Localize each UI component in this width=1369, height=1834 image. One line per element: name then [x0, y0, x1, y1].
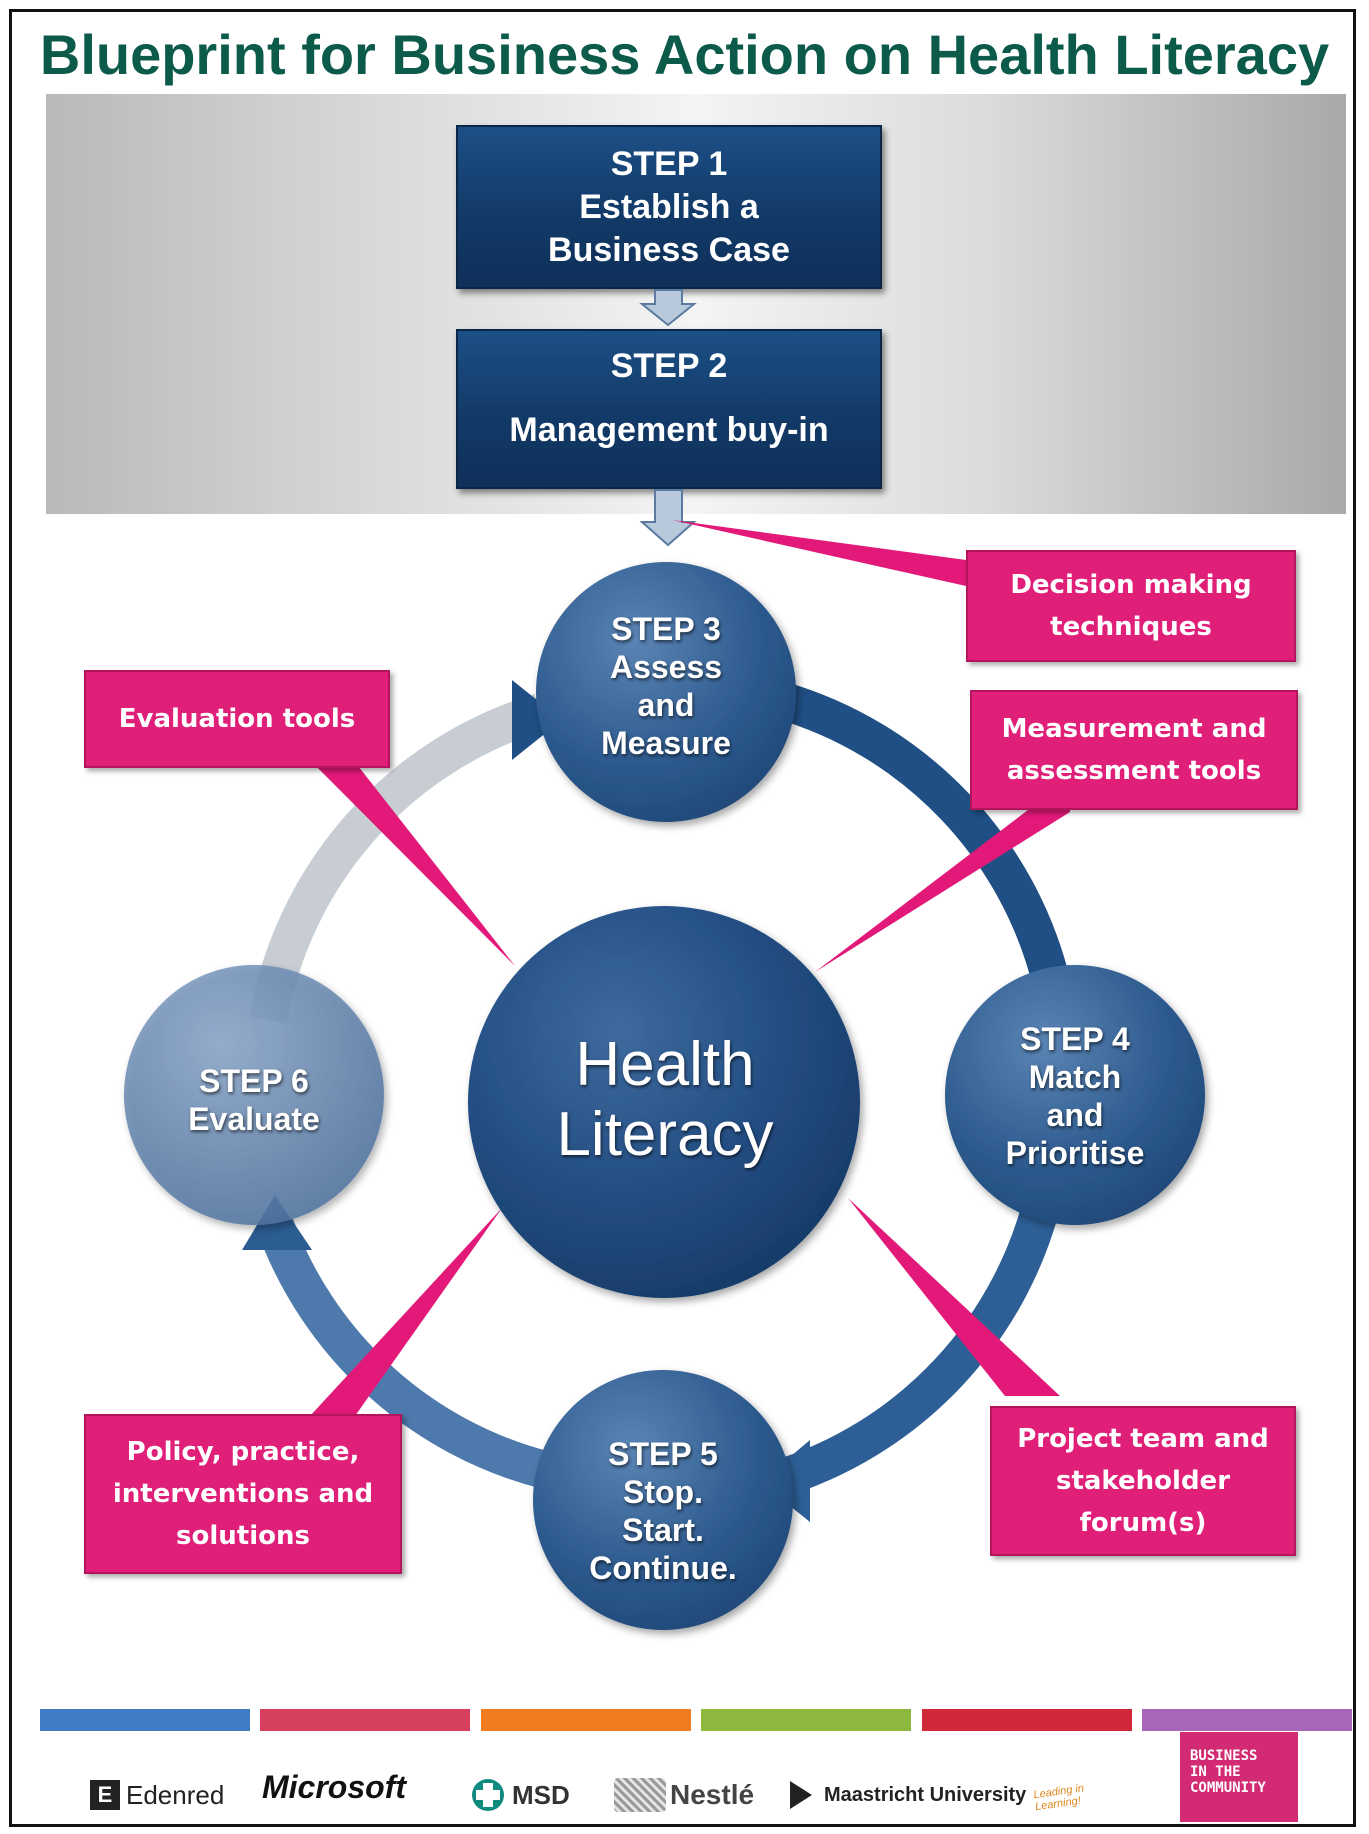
step-3-line-2: and [637, 687, 695, 723]
callout-policy-line-3: solutions [176, 1521, 310, 1551]
callout-policy-practice: Policy, practice, interventions and solu… [84, 1414, 402, 1574]
color-bar-orange [481, 1709, 691, 1731]
step-4-line-3: Prioritise [1005, 1135, 1145, 1171]
bitc-line-1: BUSINESS [1190, 1748, 1258, 1764]
step-4-label: STEP 4 [1020, 1021, 1130, 1057]
maastricht-tagline: Leading in Learning! [1033, 1782, 1086, 1814]
step-6-label: STEP 6 [199, 1063, 309, 1099]
step-2-box: STEP 2 Management buy-in [456, 329, 882, 489]
center-line-1: Health [575, 1030, 755, 1099]
edenred-text: Edenred [126, 1779, 225, 1810]
microsoft-text: Microsoft [262, 1768, 406, 1805]
bitc-line-2: IN THE [1190, 1764, 1241, 1780]
callout-project-team: Project team and stakeholder forum(s) [990, 1406, 1296, 1556]
color-bar-red [260, 1709, 470, 1731]
health-literacy-text: Health Literacy [490, 1030, 840, 1170]
callout-policy-line-2: interventions and [112, 1479, 374, 1509]
edenred-icon: E [90, 1780, 120, 1810]
step-4-line-2: and [1046, 1097, 1104, 1133]
step-5-label: STEP 5 [608, 1436, 718, 1472]
nestle-text: Nestlé [670, 1779, 755, 1810]
callout-project-line-2: stakeholder [1055, 1466, 1231, 1496]
bitc-logo: BUSINESS IN THE COMMUNITY [1180, 1732, 1298, 1822]
color-bar-crimson [922, 1709, 1132, 1731]
edenred-logo: E Edenred [90, 1770, 224, 1820]
step-2-label: STEP 2 [610, 347, 728, 385]
microsoft-logo: Microsoft [262, 1762, 406, 1812]
step-5-text: STEP 5 Stop. Start. Continue. [553, 1435, 773, 1587]
callout-evaluation-line-1: Evaluation tools [118, 704, 356, 734]
msd-icon [472, 1779, 504, 1811]
msd-text: MSD [512, 1779, 570, 1810]
step-3-line-3: Measure [601, 725, 731, 761]
color-bar-green [701, 1709, 911, 1731]
page-frame [9, 9, 1356, 1827]
callout-project-line-1: Project team and [1017, 1424, 1269, 1454]
maastricht-icon [790, 1781, 812, 1809]
step-1-box: STEP 1 Establish a Business Case [456, 125, 882, 289]
step-1-line-1: Establish a [579, 188, 759, 226]
step-5-line-2: Start. [622, 1512, 704, 1548]
step-6-text: STEP 6 Evaluate [149, 1062, 359, 1138]
step-5-circle [533, 1370, 793, 1630]
callout-project-line-3: forum(s) [1079, 1508, 1207, 1538]
maastricht-text: Maastricht University [824, 1783, 1027, 1806]
step-3-label: STEP 3 [611, 611, 721, 647]
health-literacy-circle [468, 906, 860, 1298]
step-3-circle [536, 562, 796, 822]
step-1-label: STEP 1 [610, 145, 728, 183]
callout-evaluation-tools: Evaluation tools [84, 670, 390, 768]
color-bar-blue [40, 1709, 250, 1731]
maastricht-logo: Maastricht University Leading in Learnin… [790, 1770, 1124, 1820]
page-title: Blueprint for Business Action on Health … [39, 23, 1330, 86]
step-5-line-1: Stop. [623, 1474, 703, 1510]
step-5-line-3: Continue. [589, 1550, 737, 1586]
arrow-step2-to-step3 [639, 489, 697, 547]
step-4-circle [945, 965, 1205, 1225]
callout-decision-line-2: techniques [1050, 612, 1212, 642]
step-4-text: STEP 4 Match and Prioritise [975, 1020, 1175, 1172]
nestle-nest-icon [614, 1778, 666, 1812]
callout-policy-line-1: Policy, practice, [126, 1437, 360, 1467]
step-6-line-1: Evaluate [188, 1101, 320, 1137]
step-1-line-2: Business Case [548, 231, 790, 269]
nestle-logo: Nestlé [614, 1770, 754, 1820]
bitc-line-3: COMMUNITY [1190, 1780, 1266, 1796]
callout-measurement-tools: Measurement and assessment tools [970, 690, 1298, 810]
step-3-text: STEP 3 Assess and Measure [566, 610, 766, 762]
callout-pointers [290, 520, 1070, 1416]
step-2-line-1: Management buy-in [509, 411, 829, 449]
callout-measurement-line-2: assessment tools [1006, 756, 1262, 786]
msd-logo: MSD [472, 1770, 570, 1820]
callout-measurement-line-1: Measurement and [1001, 714, 1267, 744]
arrow-step1-to-step2 [639, 289, 697, 327]
step-3-line-1: Assess [609, 649, 723, 685]
center-line-2: Literacy [556, 1100, 774, 1169]
callout-decision-making: Decision making techniques [966, 550, 1296, 662]
color-bar-purple [1142, 1709, 1352, 1731]
step-6-circle [124, 965, 384, 1225]
step-4-line-1: Match [1028, 1059, 1122, 1095]
callout-decision-line-1: Decision making [1010, 570, 1252, 600]
